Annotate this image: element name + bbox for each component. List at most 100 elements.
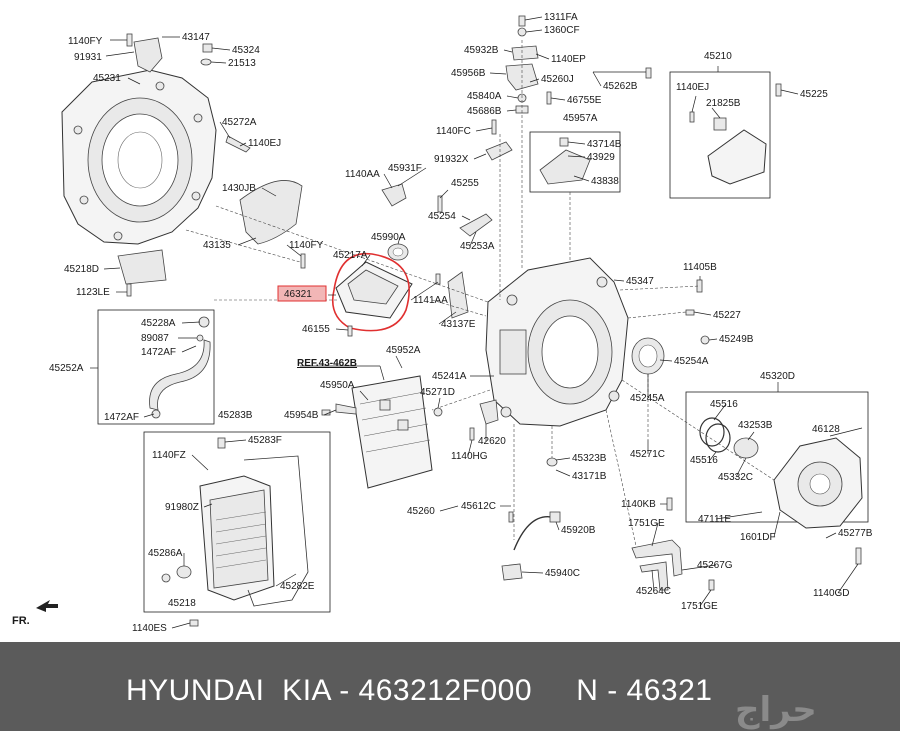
callout-label: 11405B [683,262,717,273]
callout-label: 43171B [572,471,607,482]
callout-label: 43714B [587,139,622,150]
banner-gap [532,674,576,707]
callout-label: 1430JB [222,183,256,194]
callout-label: 43135 [203,240,231,251]
callout-label: 45283B [218,410,253,421]
callout-label: 1360CF [544,25,580,36]
callout-label: 1140FC [436,126,471,137]
haraj-watermark: حراج [735,690,817,730]
callout-label: 1140FY [68,36,103,47]
callout-label: 45324 [232,45,260,56]
callout-label: 45931F [388,163,422,174]
callout-label: 45218 [168,598,196,609]
callout-label: 45952A [386,345,421,356]
callout-label: 45940C [545,568,580,579]
callout-label: 45950A [320,380,355,391]
callout-label: 45231 [93,73,121,84]
callout-label: 45210 [704,51,732,62]
oil-filter-46321 [335,261,413,319]
callout-label: 1751GE [681,601,718,612]
callout-label: 45227 [713,310,741,321]
cooler-pipes-45264c [631,539,683,577]
callout-label: 45277B [838,528,873,539]
callout-label: 45920B [561,525,596,536]
ref-label: REF.43-462B [297,358,357,369]
callout-label: 45272A [222,117,257,128]
callout-label: 45217A [333,250,368,261]
callout-label: 45249B [719,334,754,345]
callout-label: 1601DF [740,532,776,543]
callout-label: 1140KB [621,499,656,510]
callout-label: 21825B [706,98,741,109]
callout-label: 45990A [371,232,406,243]
callout-label: 1751GE [628,518,665,529]
callout-label: 1311FA [544,12,578,23]
filter-part-label: 46321 [284,289,312,300]
callout-label: 45225 [800,89,828,100]
callout-label: 21513 [228,58,256,69]
callout-label: 45516 [710,399,738,410]
breather-hose-45252a [149,339,211,411]
callout-label: 45957A [563,113,598,124]
callout-label: 45516 [690,455,718,466]
callout-label: 45286A [148,548,183,559]
callout-label: 45271C [630,449,665,460]
callout-label: 45686B [467,106,502,117]
callout-label: 45260 [407,506,435,517]
callout-label: 45956B [451,68,486,79]
callout-label: 45264C [636,586,671,597]
callout-label: 47111E [698,514,731,525]
callout-label: 45254 [428,211,456,222]
brand-part-number: HYUNDAI KIA - 463212F000 [126,674,533,707]
callout-label: 45260J [541,74,574,85]
part-number-banner [0,642,900,731]
callout-label: 45323B [572,453,607,464]
callout-label: 1140AA [345,169,380,180]
banner-text: HYUNDAI KIA - 463212F000 N - 46321 [126,674,712,708]
callout-label: 42620 [478,436,506,447]
callout-labels: 1140FY 43147 91931 45324 21513 45231 45272A 114… [49,12,873,634]
callout-label: 45252A [49,363,84,374]
callout-label: 43929 [587,152,615,163]
callout-label: 1140EJ [248,138,281,149]
highlight-box-46321 [277,285,327,302]
bracket-45218d [117,249,167,285]
diagram-part-number: N - 46321 [576,674,713,707]
callout-label: 46155 [302,324,330,335]
callout-label: 1140EP [551,54,586,65]
callout-label: 1123LE [76,287,110,298]
callout-label: 45320D [760,371,795,382]
transmission-housing-45231 [61,69,217,245]
callout-label: 45347 [626,276,654,287]
callout-label: 91931 [74,52,102,63]
callout-label: 45262B [603,81,638,92]
callout-label: 1140GD [813,588,850,599]
seal-plate-1430jb [239,180,303,245]
callout-label: 1472AF [141,347,176,358]
callout-label: 45840A [467,91,502,102]
solenoid-45210 [707,129,767,185]
pan-gasket-45282e [243,455,309,607]
callout-label: 45282E [280,581,315,592]
callout-label: 1141AA [413,295,448,306]
callout-label: 89087 [141,333,169,344]
callout-label: 45253A [460,241,495,252]
callout-label: 43147 [182,32,210,43]
callout-label: 45932B [464,45,499,56]
callout-label: 1140FZ [152,450,186,461]
callout-label: 45245A [630,393,665,404]
callout-label: 45255 [451,178,479,189]
fr-label: FR. [12,615,30,627]
callout-label: 43253B [738,420,773,431]
callout-label: 45218D [64,264,99,275]
filter-highlight-outline [331,252,410,332]
callout-label: 43838 [591,176,619,187]
callout-label: 1140HG [451,451,488,462]
callout-label: 45271D [420,387,455,398]
callout-label: 91932X [434,154,469,165]
callout-label: 45228A [141,318,176,329]
callout-label: 45254A [674,356,709,367]
bracket-91931 [133,37,163,73]
callout-label: 45267G [697,560,733,571]
